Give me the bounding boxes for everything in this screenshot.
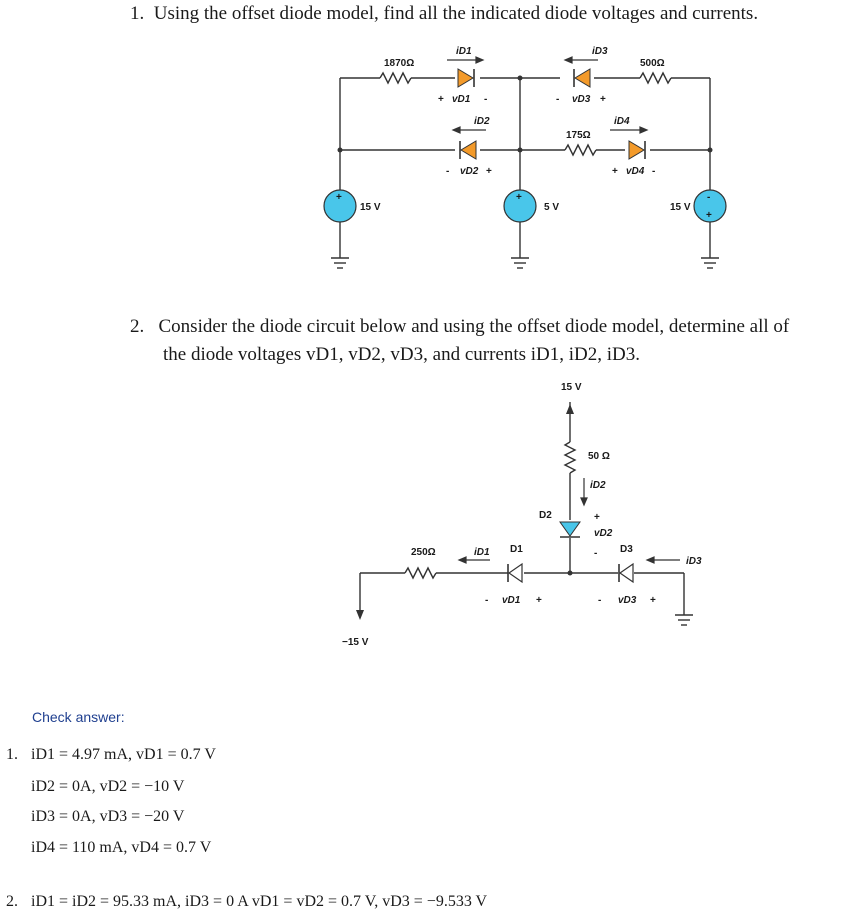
answer-1-line-2: iD2 = 0A, vD2 = −10 V bbox=[31, 778, 185, 795]
d1-label: D1 bbox=[510, 544, 523, 555]
question-1-number: 1. bbox=[130, 3, 145, 24]
diode-d1 bbox=[457, 68, 475, 88]
answer-2-line-1: iD1 = iD2 = 95.33 mA, iD3 = 0 A vD1 = vD… bbox=[31, 893, 488, 910]
answer-1-line-4: iD4 = 110 mA, vD4 = 0.7 V bbox=[31, 839, 212, 856]
svg-text:+: + bbox=[536, 595, 542, 606]
resistor-175-label: 175Ω bbox=[566, 130, 591, 141]
source-3-label: 15 V bbox=[670, 202, 691, 213]
svg-text:+: + bbox=[600, 94, 606, 105]
svg-text:+: + bbox=[336, 192, 342, 203]
vd2-label-c2: vD2 bbox=[594, 528, 613, 539]
vd3-label-c2: vD3 bbox=[618, 595, 637, 606]
question-2-line2: the diode voltages vD1, vD2, vD3, and cu… bbox=[163, 344, 641, 365]
svg-text:-: - bbox=[485, 595, 488, 606]
source-2-label: 5 V bbox=[544, 202, 559, 213]
question-1: 1. Using the offset diode model, find al… bbox=[130, 0, 758, 28]
svg-text:+: + bbox=[612, 166, 618, 177]
diode-d2-circuit2 bbox=[559, 521, 581, 538]
question-1-text: Using the offset diode model, find all t… bbox=[153, 3, 759, 24]
id3-label: iD3 bbox=[592, 46, 608, 57]
resistor-250-label: 250Ω bbox=[411, 547, 436, 558]
question-2: 2. Consider the diode circuit below and … bbox=[130, 313, 789, 341]
svg-text:+: + bbox=[594, 512, 600, 523]
diode-d4 bbox=[628, 140, 646, 160]
id1-label: iD1 bbox=[456, 46, 472, 57]
circuit-2: 15 V −15 V 50 Ω 250Ω iD2 iD1 iD3 D2 D1 D… bbox=[342, 382, 702, 648]
svg-text:-: - bbox=[598, 595, 601, 606]
diode-d1-circuit2 bbox=[507, 562, 523, 584]
svg-text:+: + bbox=[486, 166, 492, 177]
svg-text:-: - bbox=[707, 192, 710, 203]
vd1-label: vD1 bbox=[452, 94, 471, 105]
supply-bottom-label: −15 V bbox=[342, 637, 369, 648]
vd2-label: vD2 bbox=[460, 166, 479, 177]
svg-text:+: + bbox=[438, 94, 444, 105]
voltage-source-1: + bbox=[323, 189, 357, 223]
vd1-label-c2: vD1 bbox=[502, 595, 521, 606]
supply-top-label: 15 V bbox=[561, 382, 582, 393]
answer-1-number: 1. bbox=[6, 746, 18, 763]
check-answer-label: Check answer: bbox=[32, 709, 125, 725]
svg-text:+: + bbox=[706, 210, 712, 221]
answer-1-line-3: iD3 = 0A, vD3 = −20 V bbox=[31, 808, 185, 825]
voltage-source-2: + bbox=[503, 189, 537, 223]
vd4-label: vD4 bbox=[626, 166, 645, 177]
svg-text:-: - bbox=[594, 548, 597, 559]
d2-label: D2 bbox=[539, 510, 552, 521]
svg-text:-: - bbox=[446, 166, 449, 177]
id2-label: iD2 bbox=[474, 116, 490, 127]
question-2-line1: Consider the diode circuit below and usi… bbox=[158, 316, 790, 337]
id2-label-c2: iD2 bbox=[590, 480, 606, 491]
resistor-500-label: 500Ω bbox=[640, 58, 665, 69]
svg-text:-: - bbox=[484, 94, 487, 105]
question-2-number: 2. bbox=[130, 316, 145, 337]
svg-text:-: - bbox=[652, 166, 655, 177]
answer-2-number: 2. bbox=[6, 893, 18, 910]
answer-1-line-1: iD1 = 4.97 mA, vD1 = 0.7 V bbox=[31, 746, 216, 763]
svg-text:+: + bbox=[516, 192, 522, 203]
diode-d2 bbox=[459, 140, 477, 160]
circuit-1: + + - + 1870Ω 500Ω 175Ω 15 V 5 V 15 V iD… bbox=[323, 46, 727, 269]
d3-label: D3 bbox=[620, 544, 633, 555]
svg-text:+: + bbox=[650, 595, 656, 606]
diode-d3 bbox=[573, 68, 591, 88]
id3-label-c2: iD3 bbox=[686, 556, 702, 567]
source-1-label: 15 V bbox=[360, 202, 381, 213]
voltage-source-3: - + bbox=[693, 189, 727, 223]
resistor-1870-label: 1870Ω bbox=[384, 58, 414, 69]
id1-label-c2: iD1 bbox=[474, 547, 490, 558]
diode-d3-circuit2 bbox=[618, 562, 634, 584]
id4-label: iD4 bbox=[614, 116, 630, 127]
vd3-label: vD3 bbox=[572, 94, 591, 105]
resistor-50-label: 50 Ω bbox=[588, 451, 610, 462]
svg-text:-: - bbox=[556, 94, 559, 105]
